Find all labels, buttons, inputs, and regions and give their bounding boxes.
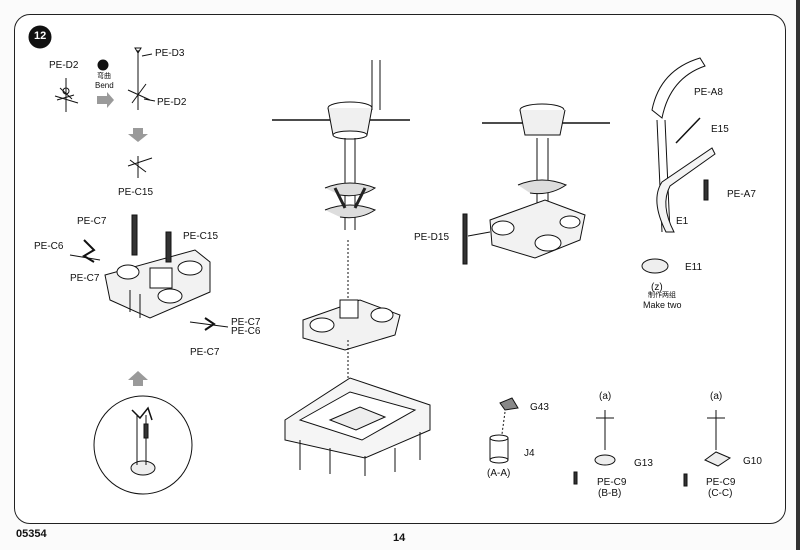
pe-d2-part <box>54 78 79 112</box>
label-make-two-en: Make two <box>643 300 682 310</box>
label-pe-d2-left: PE-D2 <box>49 60 79 71</box>
label-e15: E15 <box>711 124 729 135</box>
assembled-mast <box>462 103 610 265</box>
pe-d3-part <box>127 47 156 110</box>
label-aa: (A-A) <box>487 468 511 479</box>
step-number: 12 <box>34 30 47 42</box>
parts-bb <box>573 410 616 485</box>
label-pe-c7-d: PE-C7 <box>190 347 220 358</box>
bend-label-en: Bend <box>95 81 114 90</box>
label-pe-c6-left: PE-C6 <box>34 241 64 252</box>
label-pe-c15-top: PE-C15 <box>118 187 154 198</box>
centre-mast <box>272 60 431 476</box>
parts-aa <box>489 397 519 464</box>
label-make-two-cn: 制作两组 <box>648 292 676 299</box>
footer-page-number: 14 <box>393 532 406 544</box>
label-g43: G43 <box>530 402 549 413</box>
label-e1: E1 <box>676 216 689 227</box>
label-z: (z) <box>651 282 663 293</box>
bend-label-cn: 弯曲 <box>97 73 111 80</box>
label-cc: (C-C) <box>708 488 733 499</box>
bent-part <box>127 156 153 178</box>
label-a2: (a) <box>710 391 723 402</box>
step-badge <box>28 25 52 49</box>
crane-boom <box>641 57 716 274</box>
label-j4: J4 <box>524 448 535 459</box>
label-pe-c7-c: PE-C7 <box>231 317 261 328</box>
up-arrow <box>128 371 148 386</box>
label-pe-d2-right: PE-D2 <box>157 97 187 108</box>
detail-circle <box>93 395 193 495</box>
label-a1: (a) <box>599 391 612 402</box>
parts-cc <box>683 410 732 487</box>
label-pe-d3: PE-D3 <box>155 48 185 59</box>
detail-mast <box>130 406 156 476</box>
bend-icon <box>97 59 109 71</box>
label-g10: G10 <box>743 456 762 467</box>
label-pe-c15-right: PE-C15 <box>183 231 219 242</box>
label-pe-c7-b: PE-C7 <box>70 273 100 284</box>
down-arrow <box>128 128 148 142</box>
label-bb: (B-B) <box>598 488 622 499</box>
label-pe-a7: PE-A7 <box>727 189 756 200</box>
label-e11: E11 <box>685 262 703 273</box>
label-pe-c9-b: PE-C9 <box>597 477 627 488</box>
label-pe-a8: PE-A8 <box>694 87 723 98</box>
label-pe-c7-a: PE-C7 <box>77 216 107 227</box>
scan-edge <box>796 0 800 550</box>
label-pe-d15: PE-D15 <box>414 232 450 243</box>
bend-arrow <box>97 92 114 108</box>
label-g13: G13 <box>634 458 653 469</box>
footer-code: 05354 <box>16 528 47 540</box>
label-pe-c6-right: PE-C6 <box>231 326 261 337</box>
label-pe-c9-c: PE-C9 <box>706 477 736 488</box>
left-platform <box>69 214 229 331</box>
